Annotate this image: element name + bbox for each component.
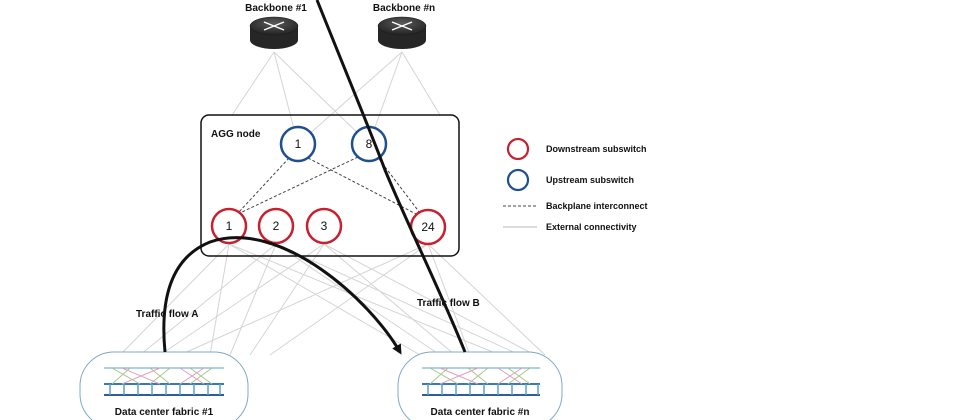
legend-downstream-swatch: [506, 137, 530, 161]
backbone-n-label: Backbone #n: [373, 3, 435, 14]
downstream-subswitches: 1 2 3 24: [210, 207, 447, 246]
agg-node-box: [200, 114, 460, 257]
fabric-links: [119, 243, 546, 356]
legend-backplane-label: Backplane interconnect: [546, 201, 648, 211]
upstream-subswitches: 1 8: [279, 125, 388, 163]
downstream-subswitch-3: [305, 207, 343, 245]
fabric-1-topology-icon: [104, 367, 224, 396]
upstream-subswitch-1-label: 1: [295, 137, 302, 151]
legend-external-label: External connectivity: [546, 222, 637, 232]
legend-downstream-label: Downstream subswitch: [546, 144, 647, 154]
traffic-flow-a-label: Traffic flow A: [136, 309, 198, 320]
traffic-flow-b-label: Traffic flow B: [417, 298, 480, 309]
router-arrows-icon: [391, 21, 413, 31]
legend: Downstream subswitch Upstream subswitch …: [503, 137, 648, 232]
legend-upstream-swatch: [506, 168, 530, 192]
backbone-1: Backbone #1: [245, 3, 307, 49]
agg-node: AGG node: [200, 114, 460, 257]
legend-upstream-label: Upstream subswitch: [546, 175, 634, 185]
traffic-flow-b-line: [315, 0, 467, 353]
downstream-subswitch-3-label: 3: [321, 219, 328, 233]
downstream-subswitch-2-label: 2: [273, 219, 280, 233]
backbone-1-label: Backbone #1: [245, 3, 307, 14]
fabric-n-topology-icon: [422, 367, 540, 396]
downstream-subswitch-24-label: 24: [421, 220, 435, 234]
upstream-subswitch-1: [279, 125, 317, 163]
fabric-1-label: Data center fabric #1: [115, 407, 214, 418]
traffic-flow-b: Traffic flow B: [315, 0, 480, 353]
backbone-links: [231, 51, 441, 145]
traffic-flow-a: Traffic flow A: [136, 236, 402, 355]
upstream-subswitch-8-label: 8: [366, 137, 373, 151]
downstream-subswitch-1-label: 1: [226, 219, 233, 233]
fabric-1: Data center fabric #1: [79, 351, 249, 420]
router-arrows-icon: [263, 21, 285, 31]
backbone-n: Backbone #n: [373, 3, 435, 49]
fabric-n-label: Data center fabric #n: [431, 407, 530, 418]
downstream-subswitch-1: [210, 207, 248, 245]
agg-node-label: AGG node: [211, 129, 261, 140]
downstream-subswitch-2: [257, 207, 295, 245]
traffic-flow-a-arrow: [162, 236, 402, 355]
fabric-n: Data center fabric #n: [397, 351, 563, 420]
